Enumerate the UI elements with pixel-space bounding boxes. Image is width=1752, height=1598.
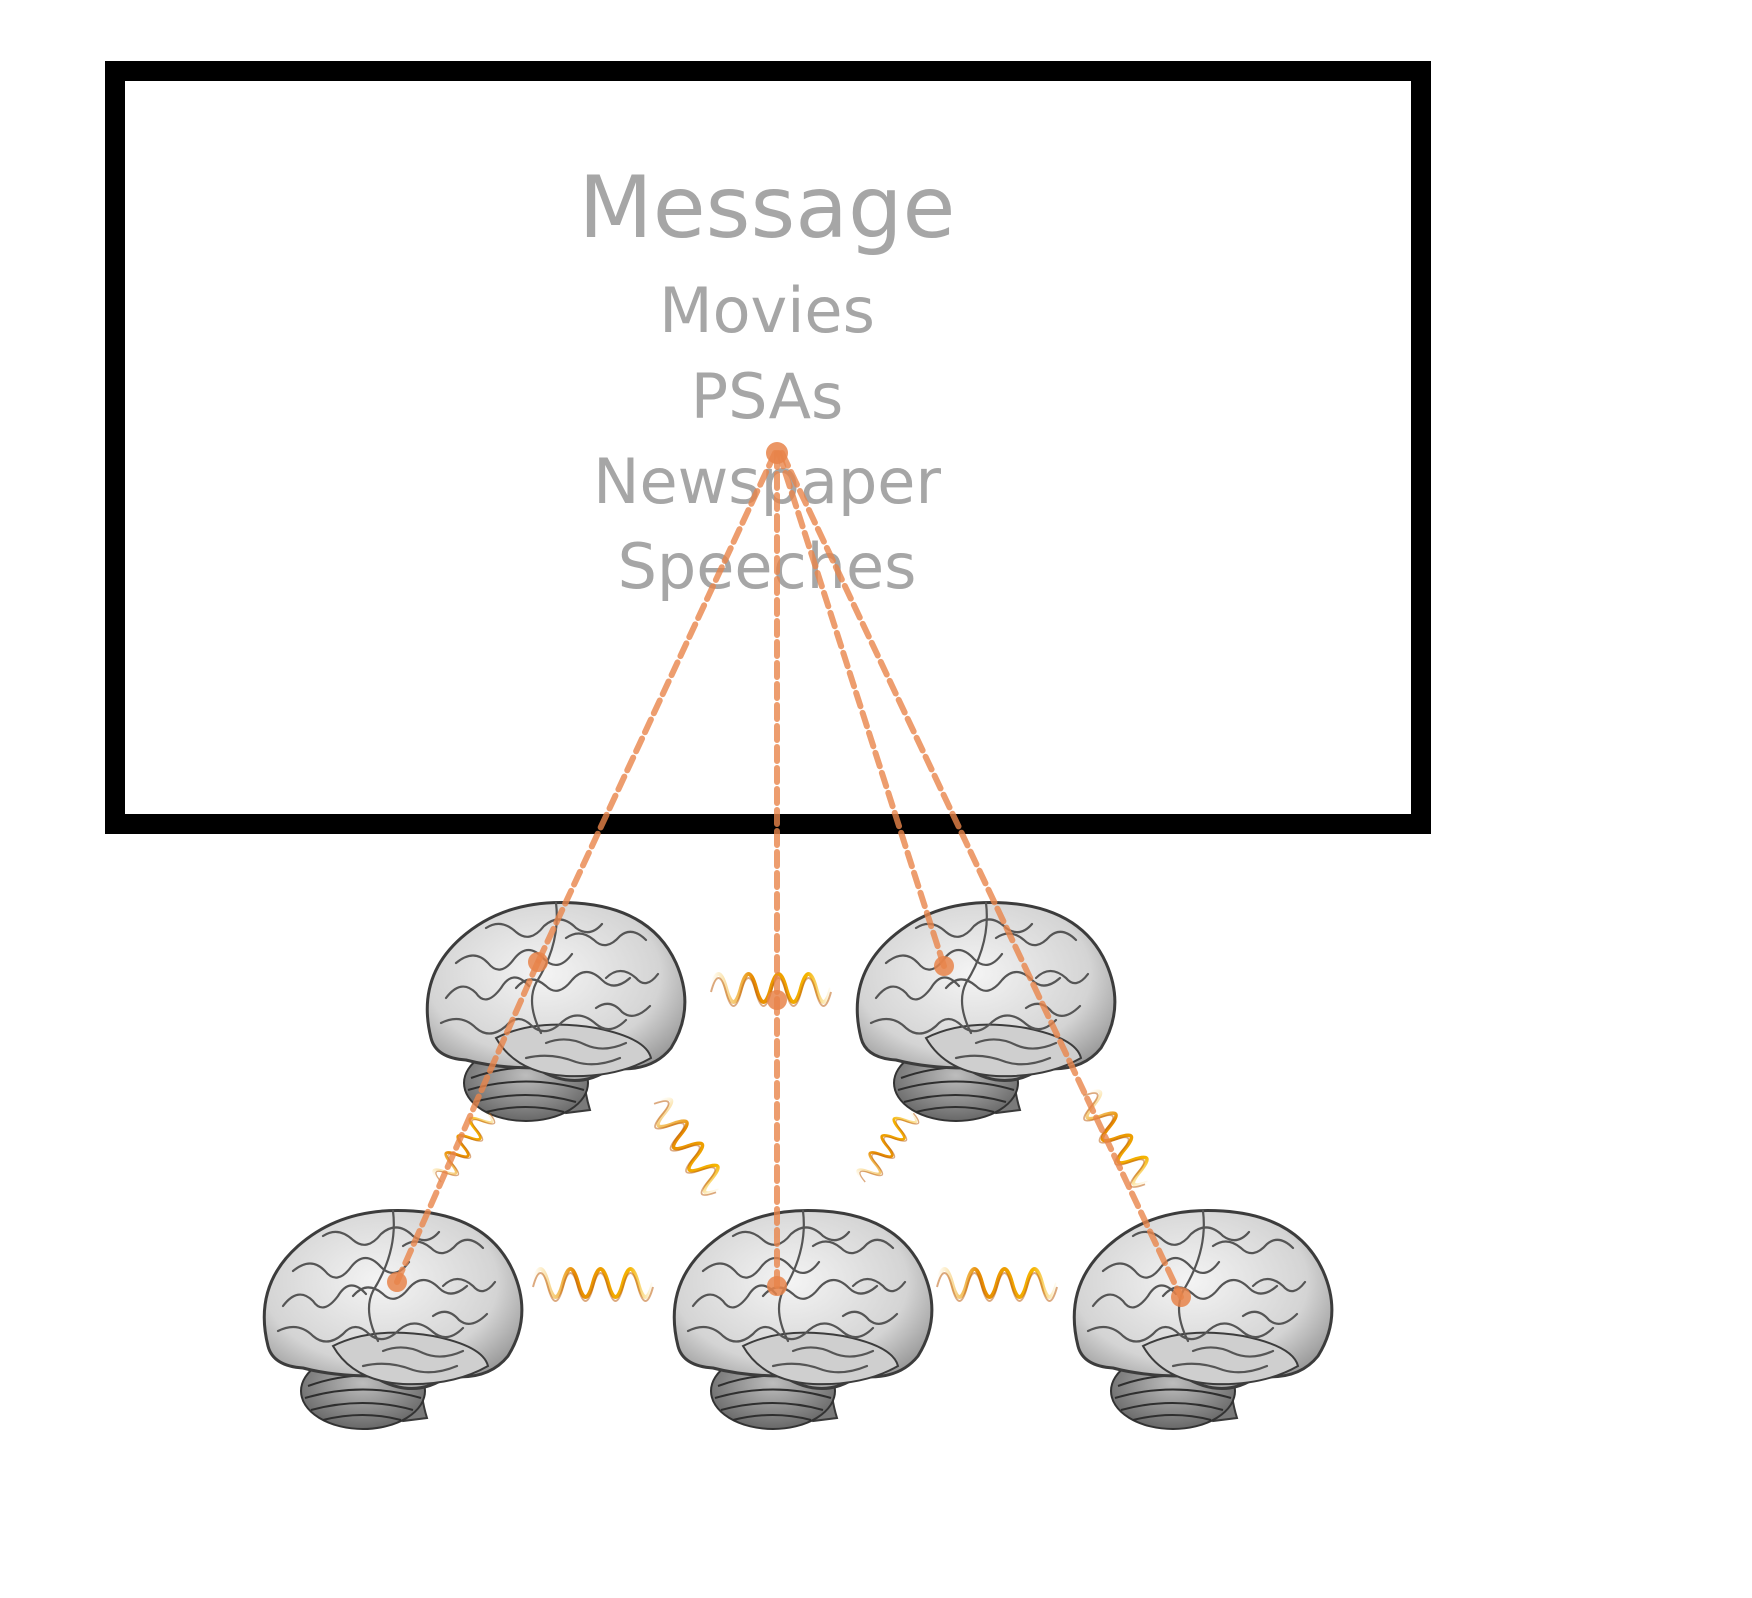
node-bottom-right bbox=[1171, 1287, 1191, 1307]
node-top-left bbox=[528, 952, 548, 972]
message-item-speeches: Speeches bbox=[618, 530, 917, 603]
brain-bottom-left bbox=[262, 1208, 524, 1431]
wave-diag-center-left bbox=[641, 1092, 732, 1202]
link-to-bottom-left bbox=[394, 959, 541, 1285]
message-links bbox=[394, 450, 1184, 1300]
message-item-movies: Movies bbox=[659, 274, 875, 347]
node-bottom-center bbox=[767, 1276, 787, 1296]
wave-diag-right bbox=[1070, 1084, 1161, 1194]
message-frame bbox=[105, 61, 1431, 834]
node-top-middle bbox=[767, 990, 787, 1010]
link-to-top-right bbox=[776, 450, 947, 969]
brain-top-left bbox=[425, 900, 687, 1123]
brain-bottom-center bbox=[672, 1208, 934, 1431]
brain-bottom-right bbox=[1072, 1208, 1334, 1431]
message-item-psas: PSAs bbox=[691, 360, 844, 433]
message-title: Message bbox=[579, 158, 956, 258]
wave-diag-center-right bbox=[853, 1104, 923, 1190]
link-to-bottom-right bbox=[779, 450, 1184, 1300]
node-bottom-left bbox=[387, 1272, 407, 1292]
link-nodes bbox=[387, 442, 1191, 1307]
wave-bottom-left bbox=[531, 1267, 655, 1303]
wave-bottom-right bbox=[935, 1267, 1059, 1303]
source-node bbox=[766, 442, 788, 464]
node-top-right bbox=[934, 956, 954, 976]
link-to-top-left bbox=[535, 450, 778, 965]
brain-top-right bbox=[855, 900, 1117, 1123]
